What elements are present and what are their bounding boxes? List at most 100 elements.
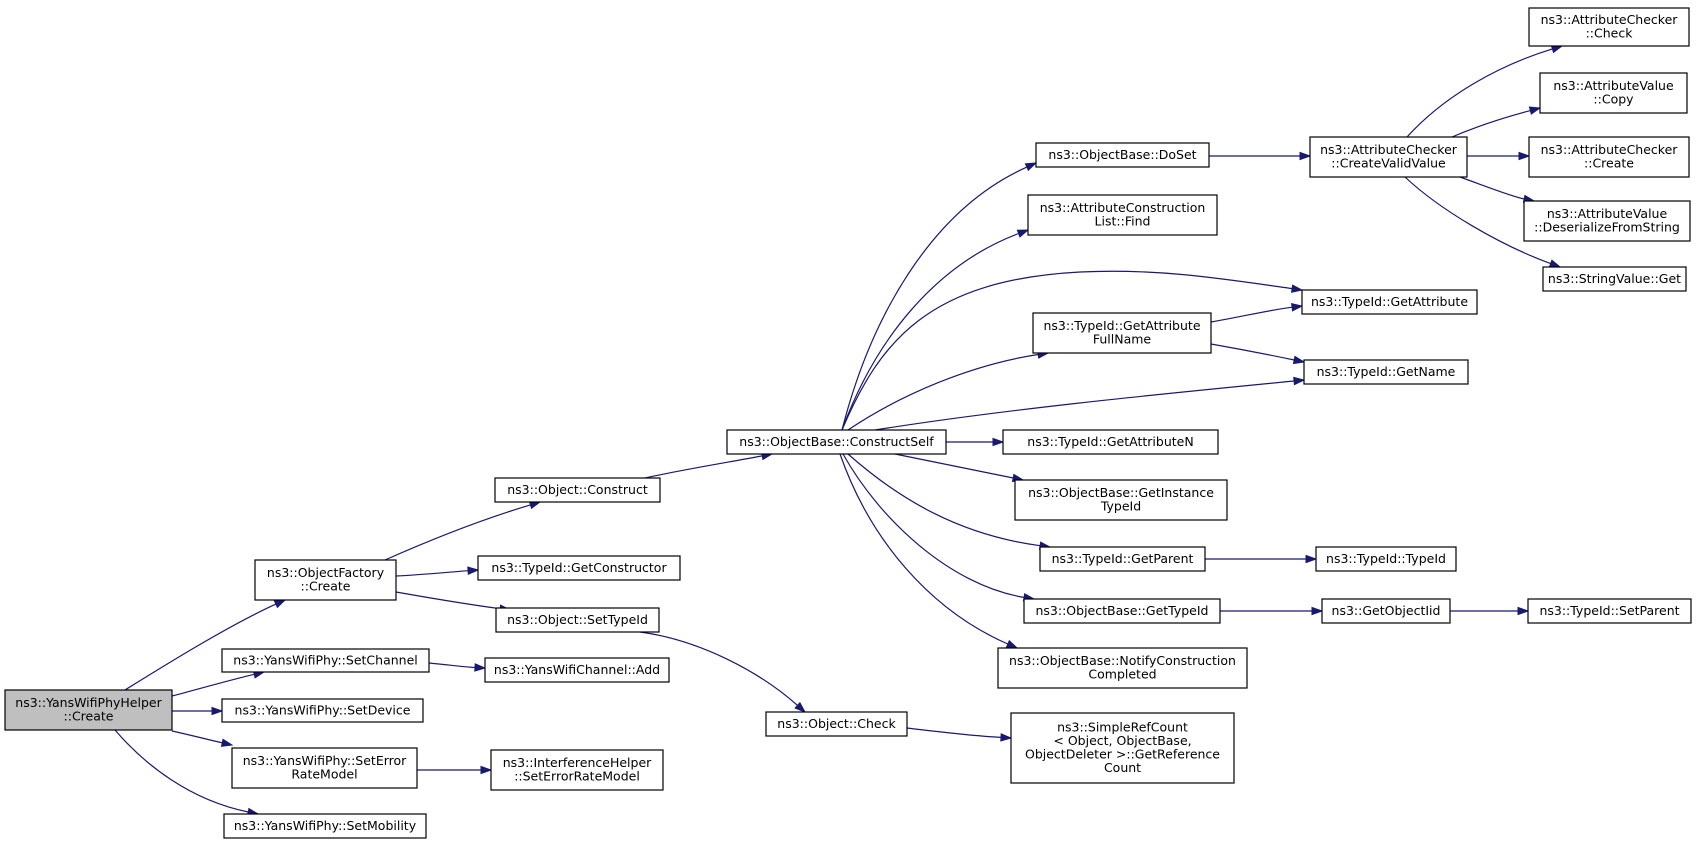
edge-line — [847, 353, 1039, 431]
edge-obgtid-to-goiid — [1220, 606, 1324, 616]
node-doset[interactable]: ns3::ObjectBase::DoSet — [1035, 142, 1210, 168]
arrowhead — [1299, 151, 1312, 161]
edge-goiid-to-tidsp — [1450, 606, 1530, 616]
node-label-line: ns3::InterferenceHelper — [503, 755, 652, 770]
edge-cself-to-aclfind — [841, 229, 1030, 431]
node-label-line: ns3::AttributeValue — [1547, 206, 1668, 221]
arrowhead — [220, 738, 234, 747]
node-label-line: ns3::TypeId::GetAttributeN — [1027, 434, 1193, 449]
node-label-line: ns3::TypeId::TypeId — [1326, 551, 1446, 566]
node-seterr[interactable]: ns3::YansWifiPhy::SetErrorRateModel — [231, 747, 418, 789]
node-label-line: ::SetErrorRateModel — [514, 769, 640, 784]
node-setdev[interactable]: ns3::YansWifiPhy::SetDevice — [221, 698, 424, 723]
edge-settid-to-ocheck — [639, 631, 807, 713]
node-ofc[interactable]: ns3::ObjectFactory::Create — [254, 559, 397, 601]
node-ihset[interactable]: ns3::InterferenceHelper::SetErrorRateMod… — [490, 749, 664, 791]
node-box — [1010, 712, 1235, 784]
node-setch[interactable]: ns3::YansWifiPhy::SetChannel — [221, 648, 430, 673]
arrowhead — [1528, 106, 1542, 115]
edge-root-to-setdev — [172, 706, 224, 716]
edge-cself-to-gan — [946, 437, 1005, 447]
node-label-line: < Object, ObjectBase, — [1053, 733, 1191, 748]
node-label-line: List::Find — [1095, 214, 1151, 229]
node-goiid[interactable]: ns3::GetObjectIid — [1321, 598, 1451, 624]
node-label-line: ns3::TypeId::SetParent — [1539, 603, 1679, 618]
edge-root-to-setch — [171, 670, 266, 697]
node-box — [1309, 136, 1468, 178]
node-chadd[interactable]: ns3::YansWifiChannel::Add — [484, 657, 670, 683]
node-label-line: ns3::Object::Construct — [507, 482, 648, 497]
node-gan[interactable]: ns3::TypeId::GetAttributeN — [1002, 429, 1219, 455]
node-label-line: ns3::StringValue::Get — [1548, 271, 1681, 286]
node-box — [4, 689, 173, 731]
node-objcons[interactable]: ns3::Object::Construct — [494, 477, 661, 503]
arrowhead — [474, 663, 487, 672]
node-box — [1027, 194, 1218, 236]
node-label-line: ns3::AttributeChecker — [1320, 142, 1458, 157]
node-obgtid[interactable]: ns3::ObjectBase::GetTypeId — [1023, 598, 1221, 624]
arrowhead — [1517, 606, 1530, 616]
node-label-line: ns3::AttributeChecker — [1541, 12, 1679, 27]
node-label-line: Completed — [1088, 667, 1156, 682]
node-tidtid[interactable]: ns3::TypeId::TypeId — [1315, 546, 1457, 572]
node-getctor[interactable]: ns3::TypeId::GetConstructor — [477, 555, 681, 581]
node-label-line: FullName — [1093, 332, 1152, 347]
edge-cself-to-gitid — [894, 453, 1025, 483]
node-avdes[interactable]: ns3::AttributeValue::DeserializeFromStri… — [1523, 200, 1691, 242]
node-avcopy[interactable]: ns3::AttributeValue::Copy — [1539, 72, 1688, 114]
call-edges — [114, 44, 1564, 817]
node-acchk[interactable]: ns3::AttributeChecker::Check — [1528, 7, 1690, 47]
node-label-line: ns3::AttributeValue — [1553, 78, 1674, 93]
node-box — [494, 477, 661, 503]
node-gname[interactable]: ns3::TypeId::GetName — [1303, 359, 1469, 385]
node-box — [726, 429, 947, 455]
node-label-line: ::Copy — [1593, 92, 1634, 107]
node-label-line: ::Create — [64, 709, 114, 724]
node-root[interactable]: ns3::YansWifiPhyHelper::Create — [4, 689, 173, 731]
edge-setch-to-chadd — [428, 662, 487, 672]
node-box — [231, 747, 418, 789]
node-label-line: ns3::YansWifiChannel::Add — [494, 662, 660, 677]
node-label-line: ns3::TypeId::GetAttribute — [1311, 294, 1468, 309]
edge-doset-to-accvv — [1209, 151, 1312, 161]
node-accreate[interactable]: ns3::AttributeChecker::Create — [1528, 136, 1690, 178]
node-gattr[interactable]: ns3::TypeId::GetAttribute — [1301, 289, 1478, 315]
node-box — [765, 711, 908, 737]
edge-line — [841, 232, 1019, 431]
node-label-line: Count — [1104, 760, 1141, 775]
edge-line — [384, 504, 531, 561]
edge-cself-to-gattr — [841, 270, 1304, 431]
edge-line — [639, 631, 798, 706]
node-box — [1035, 142, 1210, 168]
node-cself[interactable]: ns3::ObjectBase::ConstructSelf — [726, 429, 947, 455]
node-label-line: ns3::AttributeConstruction — [1040, 200, 1206, 215]
edge-line — [124, 603, 277, 691]
node-srcgrc[interactable]: ns3::SimpleRefCount< Object, ObjectBase,… — [1010, 712, 1235, 784]
edge-line — [171, 673, 255, 697]
node-settid[interactable]: ns3::Object::SetTypeId — [495, 607, 660, 633]
edge-line — [1404, 176, 1551, 265]
node-label-line: ns3::AttributeChecker — [1541, 142, 1679, 157]
edge-line — [395, 570, 469, 577]
node-label-line: ObjectDeleter >::GetReference — [1025, 747, 1220, 762]
edge-accvv-to-avcopy — [1451, 106, 1542, 138]
node-label-line: ns3::ObjectFactory — [267, 565, 385, 580]
node-ocheck[interactable]: ns3::Object::Check — [765, 711, 908, 737]
node-box — [1315, 546, 1457, 572]
node-label-line: ns3::TypeId::GetName — [1317, 364, 1456, 379]
node-label-line: ::Create — [301, 579, 351, 594]
node-svget[interactable]: ns3::StringValue::Get — [1542, 266, 1687, 292]
node-setmob[interactable]: ns3::YansWifiPhy::SetMobility — [223, 813, 427, 839]
node-label-line: ns3::ObjectBase::NotifyConstruction — [1009, 653, 1236, 668]
node-tidsp[interactable]: ns3::TypeId::SetParent — [1527, 598, 1692, 624]
node-box — [1002, 429, 1219, 455]
arrowhead — [1311, 606, 1324, 616]
node-accvv[interactable]: ns3::AttributeChecker::CreateValidValue — [1309, 136, 1468, 178]
node-box — [221, 648, 430, 673]
node-box — [1542, 266, 1687, 292]
node-ncc[interactable]: ns3::ObjectBase::NotifyConstructionCompl… — [997, 647, 1248, 689]
node-gpar[interactable]: ns3::TypeId::GetParent — [1039, 546, 1206, 572]
